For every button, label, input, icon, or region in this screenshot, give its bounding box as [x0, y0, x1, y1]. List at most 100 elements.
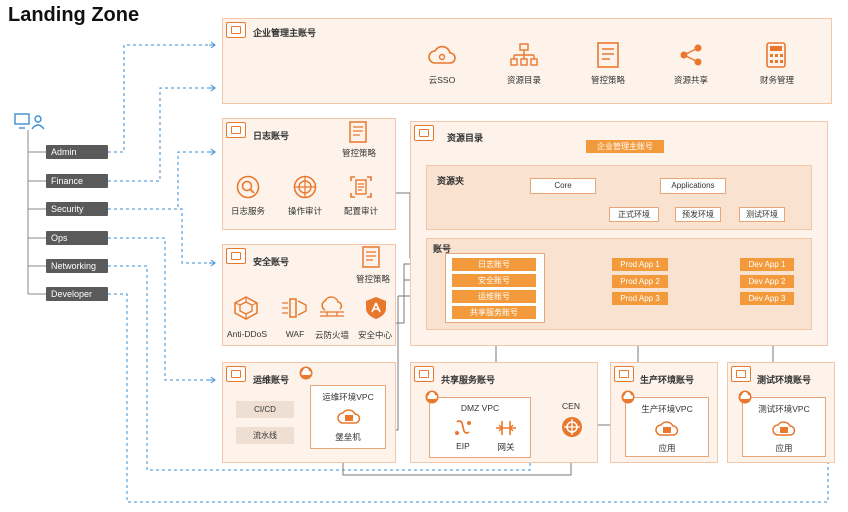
- config-audit-icon: [349, 175, 373, 204]
- anti-ddos-label: Anti-DDoS: [226, 329, 268, 339]
- users-icon: [14, 113, 50, 131]
- ops-account-label: 运维账号: [253, 375, 290, 385]
- prod-app-1[interactable]: Prod App 1: [612, 258, 668, 271]
- waf-label: WAF: [285, 329, 305, 339]
- pipeline-box: 流水线: [236, 427, 294, 444]
- shared-account-label: 共享服务账号: [441, 375, 496, 385]
- vpc-cloud-icon: [424, 390, 440, 404]
- account-icon: [226, 22, 246, 38]
- policy-document-icon: [362, 246, 380, 273]
- resource-directory-icon: [414, 125, 434, 141]
- security-center-label: 安全中心: [357, 330, 392, 340]
- account-icon: [226, 248, 246, 264]
- resource-directory-label: 资源目录: [447, 133, 484, 143]
- core-account-shared[interactable]: 共享服务账号: [452, 306, 536, 319]
- test-env-folder[interactable]: 测试环境: [739, 207, 785, 222]
- role-security[interactable]: Security: [46, 202, 108, 216]
- prod-vpc-box: 生产环境VPC 应用: [625, 397, 709, 457]
- test-app-label: 应用: [775, 443, 793, 453]
- cloud-sso-label: 云SSO: [428, 75, 456, 85]
- app-cloud-icon: [772, 417, 796, 441]
- test-vpc-box: 测试环境VPC 应用: [742, 397, 826, 457]
- prod-account-panel: 生产环境账号 生产环境VPC 应用: [610, 362, 718, 463]
- folder-label: 资源夹: [437, 176, 465, 186]
- prod-account-label: 生产环境账号: [640, 375, 695, 385]
- eip-label: EIP: [456, 441, 470, 451]
- vpc-cloud-icon: [737, 390, 753, 404]
- resource-sharing-label: 资源共享: [673, 75, 708, 85]
- prod-app-3[interactable]: Prod App 3: [612, 292, 668, 305]
- account-icon: [414, 366, 434, 382]
- app-cloud-icon: [655, 417, 679, 441]
- eip-icon: [453, 418, 473, 440]
- role-developer[interactable]: Developer: [46, 287, 108, 301]
- prod-app-2[interactable]: Prod App 2: [612, 275, 668, 288]
- core-account-ops[interactable]: 运维账号: [452, 290, 536, 303]
- bastion-host-label: 堡垒机: [335, 432, 361, 442]
- log-service-icon: [236, 175, 260, 204]
- action-trail-label: 操作审计: [287, 206, 322, 216]
- security-account-label: 安全账号: [253, 257, 290, 267]
- security-center-icon: [364, 296, 388, 325]
- policy-label: 管控策略: [590, 75, 625, 85]
- anti-ddos-icon: [233, 296, 259, 325]
- dev-app-1[interactable]: Dev App 1: [740, 258, 794, 271]
- role-ops[interactable]: Ops: [46, 231, 108, 245]
- config-audit-label: 配置审计: [343, 206, 378, 216]
- accounts-label: 账号: [433, 244, 452, 254]
- prod-app-label: 应用: [658, 443, 676, 453]
- policy-document-icon: [349, 121, 367, 148]
- role-admin[interactable]: Admin: [46, 145, 108, 159]
- log-policy-label: 管控策略: [341, 148, 376, 158]
- root-account-node[interactable]: 企业管理主账号: [586, 140, 664, 153]
- cloud-sso-icon: [427, 43, 457, 72]
- vpc-cloud-icon: [620, 390, 636, 404]
- action-trail-icon: [293, 175, 317, 204]
- cicd-box: CI/CD: [236, 401, 294, 418]
- cloud-firewall-label: 云防火墙: [314, 330, 349, 340]
- enterprise-account-panel: 企业管理主账号 云SSO 资源目录 管控策略 资源共享 财务管理: [222, 18, 832, 104]
- test-account-label: 测试环境账号: [757, 375, 812, 385]
- cloud-firewall-icon: [317, 296, 347, 325]
- page-title: Landing Zone: [8, 4, 140, 26]
- dev-app-2[interactable]: Dev App 2: [740, 275, 794, 288]
- enterprise-account-label: 企业管理主账号: [253, 28, 317, 38]
- account-icon: [614, 366, 634, 382]
- security-policy-label: 管控策略: [355, 274, 390, 284]
- log-service-label: 日志服务: [230, 206, 265, 216]
- vpc-cloud-icon: [298, 366, 314, 380]
- gateway-label: 网关: [497, 442, 515, 452]
- core-folder[interactable]: Core: [530, 178, 596, 194]
- role-finance[interactable]: Finance: [46, 174, 108, 188]
- bastion-host-icon: [337, 405, 361, 429]
- resource-directory-label: 资源目录: [506, 75, 541, 85]
- test-account-panel: 测试环境账号 测试环境VPC 应用: [727, 362, 835, 463]
- account-icon: [226, 366, 246, 382]
- prod-env-folder[interactable]: 正式环境: [609, 207, 659, 222]
- account-icon: [226, 122, 246, 138]
- staging-env-folder[interactable]: 预发环境: [675, 207, 721, 222]
- waf-icon: [281, 296, 307, 325]
- log-account-panel: 日志账号 管控策略 日志服务 操作审计 配置审计: [222, 118, 396, 230]
- dmz-vpc-label: DMZ VPC: [460, 403, 500, 413]
- cen-label: CEN: [562, 401, 580, 411]
- security-account-panel: 安全账号 管控策略 Anti-DDoS WAF 云防火墙 安全中心: [222, 244, 396, 346]
- finance-management-label: 财务管理: [759, 75, 794, 85]
- test-vpc-label: 测试环境VPC: [758, 404, 810, 414]
- policy-document-icon: [597, 42, 619, 73]
- account-icon: [731, 366, 751, 382]
- ops-account-panel: 运维账号 CI/CD 流水线 运维环境VPC 堡垒机: [222, 362, 396, 463]
- calculator-icon: [766, 42, 786, 73]
- core-account-security[interactable]: 安全账号: [452, 274, 536, 287]
- ops-vpc-box: 运维环境VPC 堡垒机: [310, 385, 386, 449]
- log-account-label: 日志账号: [253, 131, 290, 141]
- prod-vpc-label: 生产环境VPC: [641, 404, 693, 414]
- core-account-log[interactable]: 日志账号: [452, 258, 536, 271]
- role-networking[interactable]: Networking: [46, 259, 108, 273]
- dmz-vpc-box: DMZ VPC EIP 网关: [429, 397, 531, 458]
- dev-app-3[interactable]: Dev App 3: [740, 292, 794, 305]
- cen-icon: [561, 416, 583, 443]
- resource-sharing-icon: [678, 43, 704, 72]
- ops-vpc-label: 运维环境VPC: [322, 392, 374, 402]
- applications-folder[interactable]: Applications: [660, 178, 726, 194]
